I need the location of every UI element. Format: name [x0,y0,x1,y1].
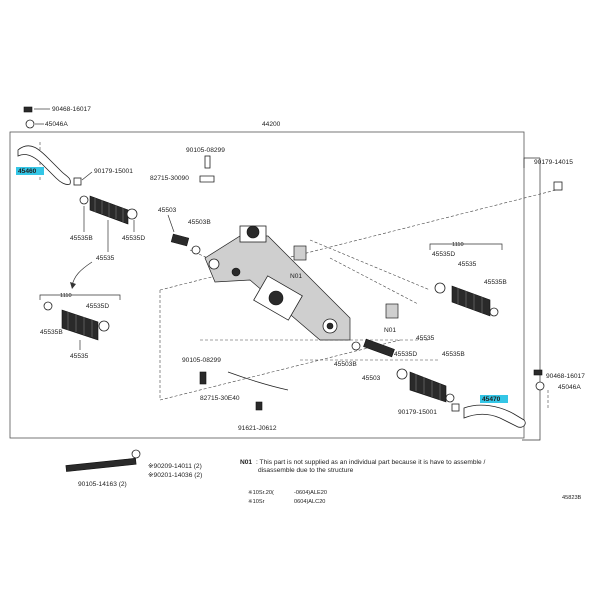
frame-bracket-right [523,157,540,168]
tie-rod-end-45460 [17,145,71,185]
clamp-45535d-right [434,282,446,294]
nut-90179-left [73,177,82,186]
clamp-45535b-right [489,307,499,317]
arrow-head-left [70,282,76,289]
clamp-45535d-right-2 [396,368,408,380]
label-n01-a: N01 [290,273,302,280]
label-45535-right: 45535 [458,261,477,268]
clamp-45535b-upper-left [79,195,89,205]
label-45535-lower-left: 45535 [70,353,89,360]
frame-bracket-right-side [522,158,541,441]
diagram-code: 45823B [562,495,582,501]
label-45535d-right: 45535D [432,251,455,258]
label-45535d-lower-left: 45535D [86,303,109,310]
label-90179-left: 90179-15001 [94,168,133,175]
arrow-curve-left [71,261,93,287]
label-91621: 91621-J0612 [238,425,277,432]
label-n01-b: N01 [384,327,396,334]
clamp-45535b-right-2 [445,393,455,403]
clamp-45046a-left [25,119,35,129]
label-90201: ※90201-14036 (2) [148,472,202,479]
nut-90179-right-bot [451,403,460,412]
note-code: N01 [240,459,252,466]
label-45503-top: 45503 [158,207,177,214]
bracket-1110-left [39,294,121,300]
label-90179-right-top: 90179-14015 [534,159,573,166]
clamp-45535d-upper-left [126,208,138,220]
highlight-45460 [16,167,44,175]
steering-gear-housing [204,225,351,341]
clip-90468-right [533,369,543,376]
label-45535d-upper-left: 45535D [122,235,145,242]
assembly-dashed-box [39,140,557,410]
bolt-90105-bottom [65,457,137,472]
bolt-90105-top [204,155,211,169]
footer-line-1a: ※10Sr.20( [248,489,274,496]
boot-45535-right-2 [409,371,447,403]
nut-90209 [131,449,141,459]
label-90105-top: 90105-08299 [186,147,225,154]
bushing-n01-b [385,303,399,319]
label-44200: 44200 [262,121,281,128]
label-45535-upper-left: 45535 [96,255,115,262]
note-line-1: : This part is not supplied as an indivi… [256,459,485,466]
label-90468-left: 90468-16017 [52,106,91,113]
highlight-45470 [480,395,508,403]
label-45503-mid: 45503 [362,375,381,382]
label-45535b-right: 45535B [484,279,507,286]
label-45503b-top: 45503B [188,219,211,226]
boot-45535-upper-left [89,195,129,225]
label-45535b-upper-left: 45535B [70,235,93,242]
label-90179-right-bot: 90179-15001 [398,409,437,416]
washer-45503b-top [191,245,201,255]
label-82715-top: 82715-30090 [150,175,189,182]
washer-45503b-mid [351,341,361,351]
label-45535b-right-2: 45535B [442,351,465,358]
label-45046a-right: 45046A [558,384,581,391]
bracket-82715-mid [227,371,289,391]
note-line-2: disassemble due to the structure [258,467,354,474]
label-1110-left: 1110 [60,293,72,299]
bolt-90105-mid [199,371,207,385]
label-90209: ※90209-14011 (2) [148,463,202,470]
bushing-n01-a [293,245,307,261]
clamp-45535b-lower-left [43,301,53,311]
inner-tie-rod-45503-left [170,233,190,247]
footer-line-2a: ※10Sr [248,498,265,505]
assembly-frame [9,131,525,439]
bolt-91621 [255,401,263,411]
label-45470: 45470 [482,396,501,403]
boot-45535-right [451,285,491,317]
label-90468-right: 90468-16017 [546,373,585,380]
clamp-45046a-right [535,381,545,391]
clip-90468-left [23,106,33,113]
label-45535-right-2: 45535 [416,335,435,342]
label-82715-mid: 82715-30E40 [200,395,240,402]
boot-45535-lower-left [61,309,99,341]
bracket-1110-right [429,243,503,250]
clamp-45535d-lower-left [98,320,110,332]
label-1110-right: 1110 [452,242,464,248]
tie-rod-end-45470 [463,404,526,428]
label-90105-bottom: 90105-14163 (2) [78,481,127,488]
label-45535d-right-2: 45535D [394,351,417,358]
bracket-82715-top [199,175,215,183]
label-45535b-lower-left: 45535B [40,329,63,336]
footer-line-1b: -0604)ALE20 [294,490,327,496]
label-45460: 45460 [18,168,37,175]
inner-tie-rod-45503-right [363,338,395,358]
label-90105-mid: 90105-08299 [182,357,221,364]
footer-line-2b: 0604)ALC20 [294,499,325,505]
label-45503b-mid: 45503B [334,361,357,368]
label-45046a-left: 45046A [45,121,68,128]
nut-90179-right-top [553,181,563,191]
